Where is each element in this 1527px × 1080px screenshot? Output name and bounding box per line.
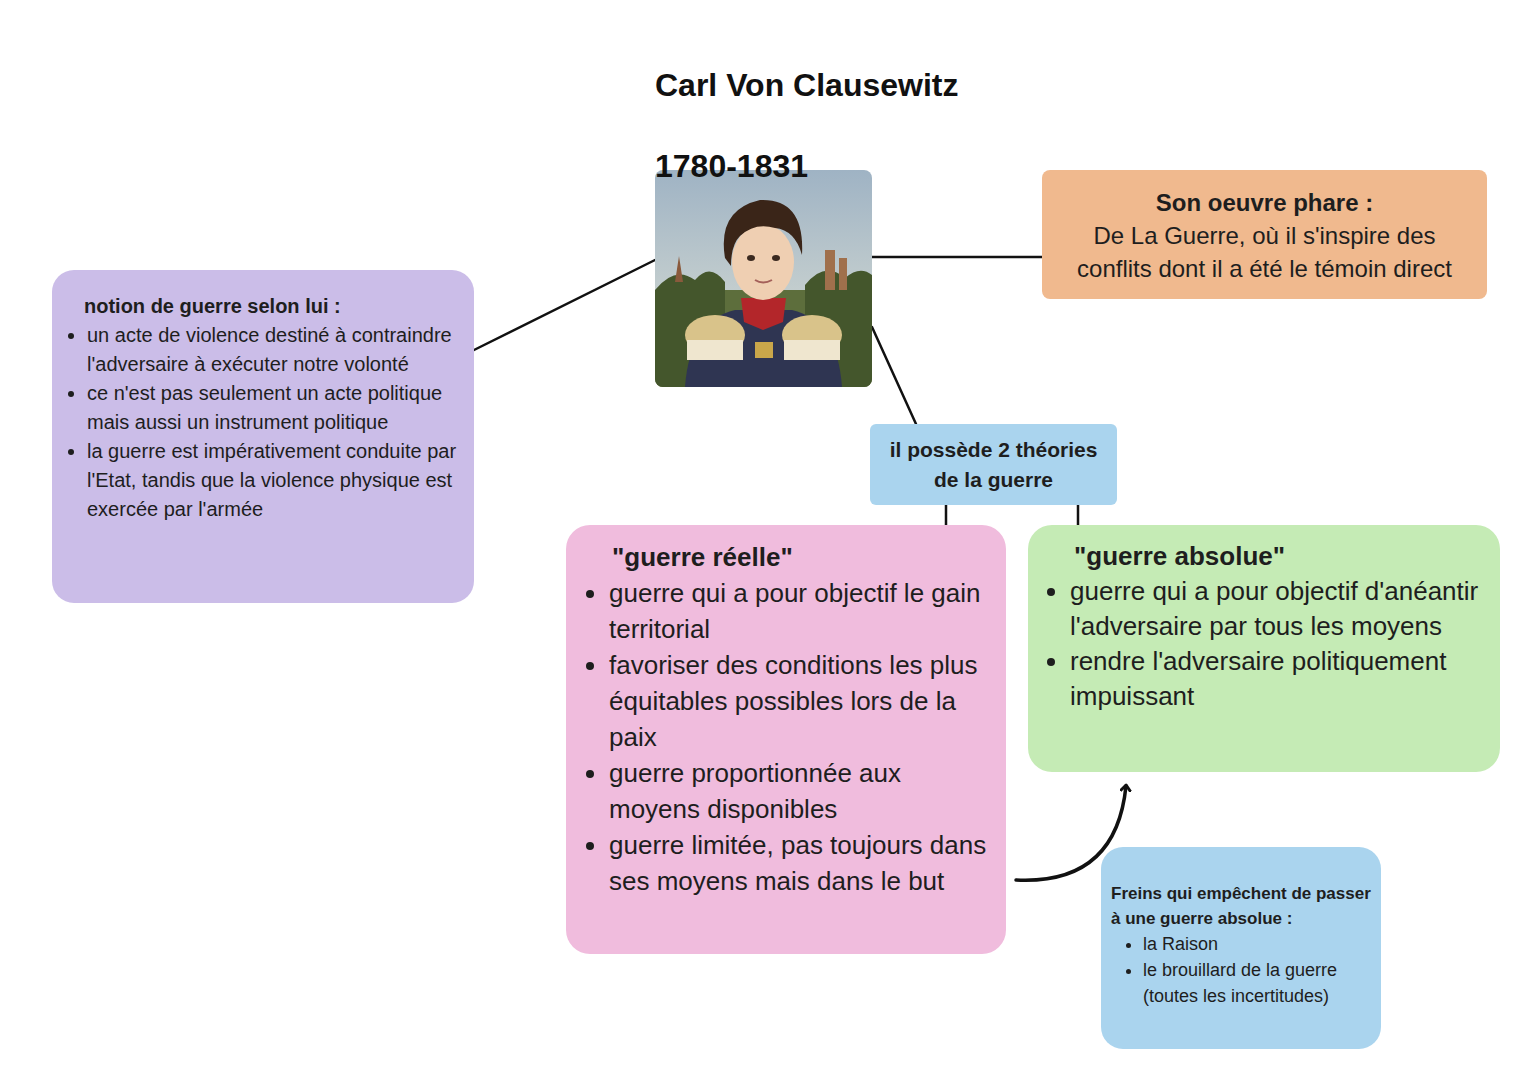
- box-heading: Son oeuvre phare :: [1056, 186, 1473, 219]
- bullet-item: un acte de violence destiné à contraindr…: [87, 321, 460, 379]
- bullet-item: guerre proportionnée aux moyens disponib…: [609, 755, 990, 827]
- bullet-list: guerre qui a pour objectif d'anéantir l'…: [1048, 574, 1486, 714]
- portrait-illustration: [655, 170, 872, 387]
- work-box: Son oeuvre phare :De La Guerre, où il s'…: [1042, 170, 1487, 299]
- definition-box: notion de guerre selon lui :un acte de v…: [52, 270, 474, 603]
- brakes-box: Freins qui empêchent de passer à une gue…: [1101, 847, 1381, 1049]
- bullet-list: un acte de violence destiné à contraindr…: [66, 321, 460, 524]
- bullet-item: favoriser des conditions les plus équita…: [609, 647, 990, 755]
- connector-line: [872, 327, 916, 424]
- bullet-item: guerre limitée, pas toujours dans ses mo…: [609, 827, 990, 899]
- bullet-item: la guerre est impérativement conduite pa…: [87, 437, 460, 524]
- person-name: Carl Von Clausewitz: [655, 67, 872, 104]
- connector-line: [872, 256, 1042, 259]
- box-body: De La Guerre, où il s'inspire des confli…: [1056, 219, 1473, 285]
- absolute-war-box: "guerre absolue"guerre qui a pour object…: [1028, 525, 1500, 772]
- bullet-item: guerre qui a pour objectif d'anéantir l'…: [1070, 574, 1486, 644]
- box-heading: "guerre réelle": [586, 539, 990, 575]
- box-heading: "guerre absolue": [1048, 539, 1486, 574]
- theory-box: il possède 2 théories de la guerre: [870, 424, 1117, 505]
- bullet-item: le brouillard de la guerre (toutes les i…: [1143, 957, 1373, 1009]
- life-dates: 1780-1831: [655, 148, 872, 185]
- bullet-list: la Raisonle brouillard de la guerre (tou…: [1111, 931, 1373, 1009]
- bullet-item: guerre qui a pour objectif le gain terri…: [609, 575, 990, 647]
- bullet-item: rendre l'adversaire politiquement impuis…: [1070, 644, 1486, 714]
- real-war-box: "guerre réelle"guerre qui a pour objecti…: [566, 525, 1006, 954]
- box-heading: Freins qui empêchent de passer à une gue…: [1111, 881, 1373, 931]
- bullet-item: la Raison: [1143, 931, 1373, 957]
- box-heading: il possède 2 théories de la guerre: [880, 435, 1107, 495]
- portrait-node: Carl Von Clausewitz1780-1831: [655, 170, 872, 387]
- bullet-item: ce n'est pas seulement un acte politique…: [87, 379, 460, 437]
- connector-line: [945, 505, 948, 525]
- box-heading: notion de guerre selon lui :: [66, 292, 460, 321]
- connector-line: [474, 260, 655, 350]
- connector-line: [1077, 505, 1080, 525]
- bullet-list: guerre qui a pour objectif le gain terri…: [586, 575, 990, 899]
